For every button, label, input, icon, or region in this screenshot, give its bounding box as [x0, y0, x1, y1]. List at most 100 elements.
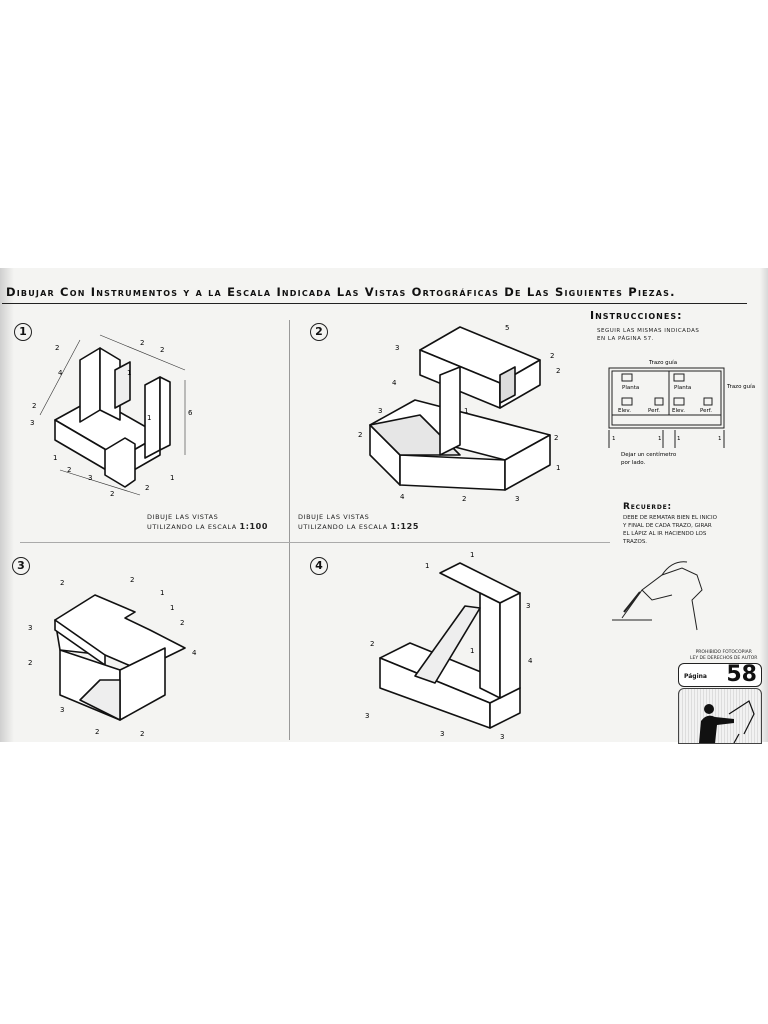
- dim-label: 2: [130, 576, 134, 584]
- diagram-label: Planta: [674, 385, 691, 391]
- diagram-label: por lado.: [621, 460, 646, 466]
- recuerde-line: Debe de rematar bien el inicio: [623, 515, 717, 521]
- dim-label: 2: [110, 490, 114, 498]
- dim-label: 6: [188, 409, 193, 417]
- diagram-label: Perf.: [648, 408, 660, 414]
- page-shadow-right: [760, 268, 768, 742]
- recuerde-heading: Recuerde:: [623, 502, 672, 512]
- dim-label: 2: [95, 728, 99, 736]
- recuerde-line: y final de cada trazo, girar: [623, 523, 712, 529]
- diagram-label: Trazo guía: [726, 383, 755, 390]
- caption-line: Dibuje las vistas: [147, 513, 219, 521]
- instructions-line: en la página 57.: [597, 336, 654, 342]
- figure-1-number: 1: [14, 323, 32, 341]
- figure-3-isometric-drawing: 2 2 1 1 2 3 2 4 3 2 2: [28, 576, 197, 738]
- scale-value: 1:125: [390, 522, 419, 531]
- divider-horizontal: [20, 542, 610, 543]
- hand-drawing-pencil-illustration: [612, 561, 703, 631]
- figure-1-caption: Dibuje las vistas utilizando la escala 1…: [147, 513, 268, 532]
- caption-line: utilizando la escala: [298, 523, 388, 531]
- diagram-label: Elev.: [618, 408, 631, 414]
- dim-label: 3: [515, 495, 519, 503]
- recuerde-line: trazos.: [623, 539, 648, 545]
- dim-label: 3: [526, 602, 530, 610]
- diagram-label: Trazo guía: [648, 359, 677, 366]
- copyright-line: Prohibido fotocopiar: [695, 650, 752, 655]
- recuerde-line: el lápiz al ir haciendo los: [623, 531, 707, 537]
- diagram-label: Elev.: [672, 408, 685, 414]
- caption-line: utilizando la escala: [147, 523, 237, 531]
- dim-label: 2: [55, 344, 59, 352]
- dim-label: 2: [28, 659, 32, 667]
- figure-4-isometric-drawing: 1 1 3 2 4 3 3 1 3: [365, 551, 533, 741]
- diagram-label: Planta: [622, 385, 639, 391]
- diagram-label: 1: [718, 436, 722, 442]
- dim-label: 3: [395, 344, 399, 352]
- dim-label: 2: [370, 640, 374, 648]
- dim-label: 1: [147, 414, 151, 422]
- dim-label: 3: [440, 730, 444, 738]
- dim-label: 3: [88, 474, 92, 482]
- dim-label: 4: [58, 369, 63, 377]
- dim-label: 2: [554, 434, 558, 442]
- dim-label: 2: [180, 619, 184, 627]
- figure-2-isometric-drawing: 5 3 2 2 4 3 1 2 2 4 2 3 1: [358, 324, 560, 503]
- dim-label: 1: [170, 604, 174, 612]
- dim-label: 1: [170, 474, 174, 482]
- dim-label: 1: [127, 369, 131, 377]
- dim-label: 2: [140, 339, 144, 347]
- instructions-heading: Instrucciones:: [590, 309, 683, 322]
- divider-vertical: [289, 320, 290, 740]
- dim-label: 3: [500, 733, 504, 741]
- dim-label: 4: [392, 379, 397, 387]
- instructions-line: Seguir las mismas indicadas: [597, 328, 700, 334]
- dim-label: 2: [160, 346, 164, 354]
- dim-label: 2: [556, 367, 560, 375]
- dim-label: 2: [145, 484, 149, 492]
- dim-label: 3: [28, 624, 32, 632]
- dim-label: 3: [30, 419, 34, 427]
- figure-1-isometric-drawing: 2 2 4 2 3 2 1 6 1 1 2 3 2 2 1: [30, 334, 193, 498]
- page-label: Página: [684, 673, 707, 680]
- recuerde-text: Debe de rematar bien el inicio y final d…: [623, 514, 717, 546]
- page-title: Dibujar Con Instrumentos y a la Escala I…: [6, 285, 676, 299]
- diagram-label: 1: [612, 436, 616, 442]
- dim-label: 4: [192, 649, 197, 657]
- figure-3-number: 3: [12, 557, 30, 575]
- dim-label: 1: [464, 407, 468, 415]
- page-shadow-left: [0, 268, 14, 742]
- dim-label: 4: [400, 493, 405, 501]
- diagram-label: 1: [677, 436, 681, 442]
- dim-label: 2: [550, 352, 554, 360]
- title-underline: [2, 303, 747, 304]
- dim-label: 1: [556, 464, 560, 472]
- copyright-line: Ley de derechos de autor: [690, 655, 758, 661]
- dim-label: 2: [462, 495, 466, 503]
- sheet-layout-diagram: Trazo guía Trazo guía Planta Planta Elev…: [608, 359, 755, 466]
- dim-label: 3: [378, 407, 382, 415]
- page-number-box: Página 58: [678, 662, 762, 687]
- dim-label: 3: [365, 712, 369, 720]
- dim-label: 4: [528, 657, 533, 665]
- dim-label: 2: [32, 402, 36, 410]
- copyright-notice: Prohibido fotocopiar Ley de derechos de …: [690, 650, 757, 661]
- diagram-label: 1: [658, 436, 662, 442]
- scale-value: 1:100: [239, 522, 268, 531]
- figure-2-number: 2: [310, 323, 328, 341]
- dim-label: 1: [160, 589, 164, 597]
- figure-4-number: 4: [310, 557, 328, 575]
- dim-label: 2: [358, 431, 362, 439]
- instructions-text: Seguir las mismas indicadas en la página…: [597, 327, 699, 343]
- dim-label: 3: [60, 706, 64, 714]
- dim-label: 2: [60, 579, 64, 587]
- dim-label: 1: [53, 454, 57, 462]
- draftsman-silhouette-icon: [699, 700, 755, 743]
- dim-label: 5: [505, 324, 509, 332]
- dim-label: 1: [470, 647, 474, 655]
- caption-line: Dibuje las vistas: [298, 513, 370, 521]
- page-number: 58: [726, 662, 757, 687]
- diagram-label: Perf.: [700, 408, 712, 414]
- dim-label: 1: [425, 562, 429, 570]
- draftsman-emblem: [678, 688, 762, 744]
- dim-label: 1: [470, 551, 474, 559]
